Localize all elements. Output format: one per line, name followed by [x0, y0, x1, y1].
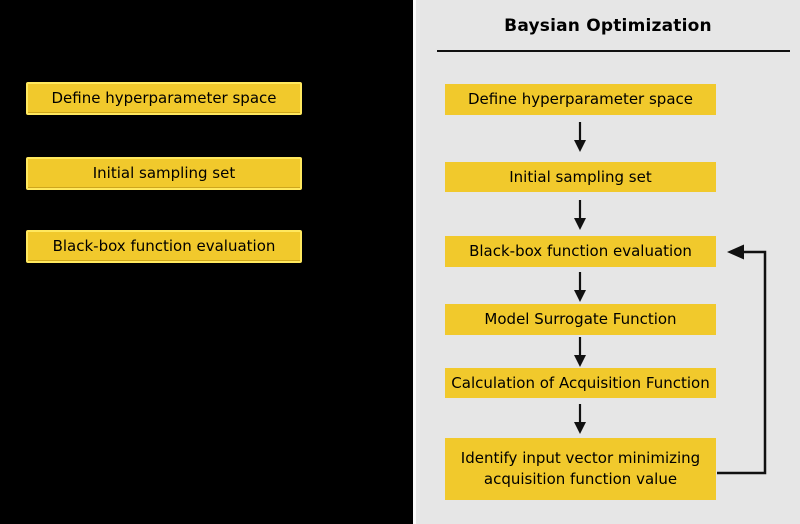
title-underline	[437, 50, 790, 52]
down-arrow-icon	[574, 337, 586, 367]
bayesian-optimization-panel: Baysian Optimization Define hyperparamet…	[413, 0, 800, 524]
loop-arrow-icon	[717, 244, 767, 475]
left-box-label: Define hyperparameter space	[51, 89, 277, 107]
down-arrow-icon	[574, 200, 586, 230]
step-calculation-of-acquisition-function: Calculation of Acquisition Function	[445, 368, 716, 398]
step-label: Black-box function evaluation	[469, 242, 692, 260]
down-arrow-icon	[574, 272, 586, 302]
step-black-box-function-evaluation: Black-box function evaluation	[445, 236, 716, 267]
down-arrow-icon	[574, 404, 586, 434]
step-label: Initial sampling set	[509, 167, 652, 186]
step-label: Define hyperparameter space	[468, 90, 693, 108]
down-arrow-icon	[574, 122, 586, 152]
panel-title: Baysian Optimization	[504, 16, 712, 36]
left-box-label: Black-box function evaluation	[52, 237, 276, 255]
left-box-initial-sampling-set: Initial sampling set	[26, 157, 302, 190]
step-label: Identify input vector minimizing acquisi…	[460, 449, 701, 488]
step-define-hyperparameter-space: Define hyperparameter space	[445, 84, 716, 115]
step-identify-input-vector: Identify input vector minimizing acquisi…	[445, 438, 716, 500]
step-label: Model Surrogate Function	[484, 310, 677, 328]
step-label: Calculation of Acquisition Function	[451, 373, 710, 392]
step-model-surrogate-function: Model Surrogate Function	[445, 304, 716, 335]
left-box-label: Initial sampling set	[92, 164, 236, 182]
left-box-black-box-function-evaluation: Black-box function evaluation	[26, 230, 302, 263]
step-initial-sampling-set: Initial sampling set	[445, 162, 716, 192]
left-box-define-hyperparameter-space: Define hyperparameter space	[26, 82, 302, 115]
